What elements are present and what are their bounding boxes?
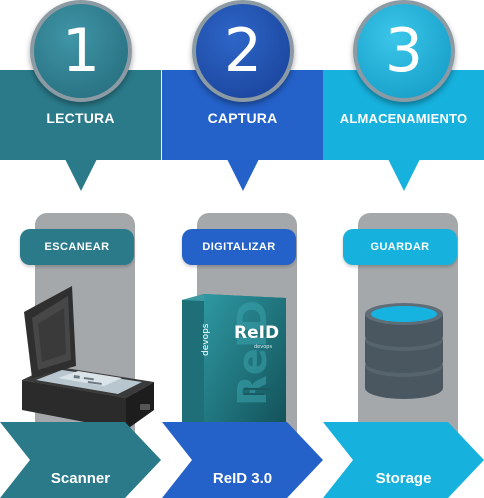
step-number: 3 — [384, 16, 424, 86]
action-pill: GUARDAR — [343, 229, 457, 265]
item-label: Storage — [375, 470, 432, 487]
action-label: DIGITALIZAR — [202, 241, 276, 253]
down-arrow-icon — [225, 155, 261, 191]
action-pill: ESCANEAR — [20, 229, 134, 265]
step-title: ALMACENAMIENTO — [339, 110, 468, 126]
step-number-circle: 3 — [353, 0, 455, 102]
chevron-arrow — [323, 422, 484, 498]
flatbed-scanner-icon — [22, 286, 154, 430]
step-number: 2 — [223, 16, 263, 86]
svg-text:ReID: ReID — [230, 300, 276, 406]
box-maker: devops — [254, 344, 272, 350]
action-pill: DIGITALIZAR — [182, 229, 296, 265]
chevron-arrow — [162, 422, 323, 498]
database-icon — [365, 303, 443, 399]
step-almacenamiento: ALMACENAMIENTO 3 GUARDAR Storage — [323, 0, 484, 498]
step-number-circle: 1 — [30, 0, 132, 102]
box-spine: devops — [201, 323, 211, 356]
item-label: Scanner — [50, 470, 111, 487]
action-label: ESCANEAR — [44, 241, 110, 253]
box-brand: ReID — [234, 323, 279, 343]
action-label: GUARDAR — [370, 241, 430, 253]
down-arrow-icon — [386, 155, 422, 191]
software-box-icon: ReID ReID devops devops — [182, 294, 286, 438]
item-label: ReID 3.0 — [212, 470, 273, 487]
step-lectura: LECTURA 1 ESCANEAR Scanner — [0, 0, 161, 498]
chevron-arrow — [0, 422, 161, 498]
step-number-circle: 2 — [192, 0, 294, 102]
down-arrow-icon — [63, 155, 99, 191]
step-title: CAPTURA — [207, 110, 278, 126]
step-title: LECTURA — [46, 110, 115, 126]
step-captura: CAPTURA 2 DIGITALIZAR ReID ReID devops d… — [162, 0, 323, 498]
step-number: 1 — [61, 16, 101, 86]
